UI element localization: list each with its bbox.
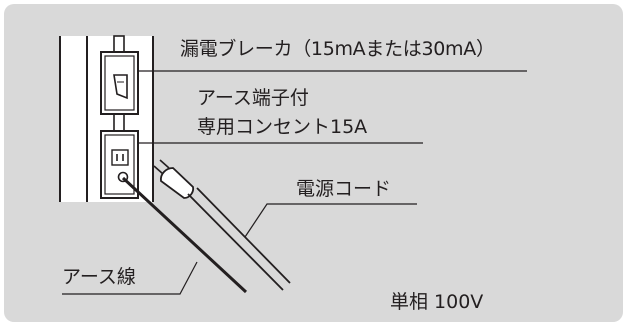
breaker-label: 漏電ブレーカ（15mAまたは30mA） <box>180 38 495 60</box>
leader-ground <box>62 261 198 295</box>
ground-wire-label: アース線 <box>62 266 136 288</box>
leader-cord <box>244 203 417 238</box>
leader-lines <box>62 70 527 295</box>
outlet-label-line2: 専用コンセント15A <box>197 116 368 138</box>
plug-and-cord <box>153 159 291 291</box>
ground-wire <box>121 176 248 294</box>
breaker-box <box>100 51 139 115</box>
power-cord-label: 電源コード <box>296 178 392 200</box>
outlet-label-line1: アース端子付 <box>197 87 309 109</box>
power-supply-label: 単相 100V <box>390 291 484 313</box>
